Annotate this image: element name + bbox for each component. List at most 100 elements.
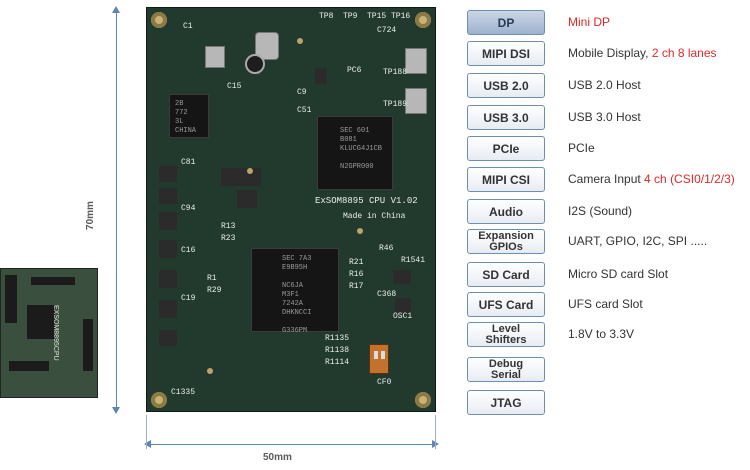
silk-label: R29 [207, 286, 222, 295]
small-board-connector-top [31, 277, 75, 285]
memory-chip: SEC 601 B081 KLUCG4J1CB N2GPR000 [317, 116, 393, 190]
feature-button-0[interactable]: DP [467, 10, 545, 35]
silk-label: R23 [221, 234, 236, 243]
silk-label: R16 [349, 270, 364, 279]
silk-label: CF0 [377, 378, 392, 387]
soc-chip-text: SEC 7A3 E9B95H NC6JA M3F1 7242A DHKNCCI … [282, 255, 312, 335]
feature-description-text: USB 3.0 Host [568, 110, 641, 124]
smd-8 [221, 168, 261, 186]
silk-label: TP189 [383, 100, 408, 109]
feature-description-text: UART, GPIO, I2C, SPI ..... [568, 234, 708, 248]
silk-label: C51 [297, 106, 312, 115]
silk-label: R46 [379, 244, 394, 253]
feature-button-3[interactable]: USB 3.0 [467, 105, 545, 130]
feature-description-4: PCIe [568, 141, 595, 155]
feature-description-text: Micro SD card Slot [568, 267, 669, 281]
feature-button-8[interactable]: SD Card [467, 262, 545, 287]
feature-button-label: Audio [489, 204, 523, 219]
small-module-board-image: EXSOM8895CPU [0, 268, 98, 398]
feature-description-10: 1.8V to 3.3V [568, 327, 634, 341]
silk-label: R1114 [325, 358, 350, 367]
feature-button-2[interactable]: USB 2.0 [467, 73, 545, 98]
feature-description-7: UART, GPIO, I2C, SPI ..... [568, 234, 707, 248]
silk-label: R1 [207, 274, 217, 283]
small-board-connector-left [5, 275, 17, 323]
mounting-hole-top-left [151, 12, 167, 28]
feature-button-label: Debug Serial [488, 357, 524, 381]
feature-button-4[interactable]: PCIe [467, 136, 545, 161]
feature-description-8: Micro SD card Slot [568, 267, 668, 281]
feature-description-text: USB 2.0 Host [568, 78, 641, 92]
smd-9 [237, 190, 257, 208]
silk-label: C81 [181, 158, 196, 167]
left-controller-chip: 2B 772 3L CHINA [169, 94, 209, 138]
small-board-silkscreen: EXSOM8895CPU [52, 305, 59, 361]
test-pad [357, 228, 363, 234]
dip-switch-lever-1 [374, 351, 378, 359]
feature-button-12[interactable]: JTAG [467, 390, 545, 415]
feature-button-label: MIPI CSI [481, 172, 530, 187]
silk-label: R13 [221, 222, 236, 231]
left-chip-text: 2B 772 3L CHINA [175, 100, 197, 135]
silk-label: C19 [181, 294, 196, 303]
feature-description-text: 1.8V to 3.3V [568, 327, 635, 341]
feature-button-9[interactable]: UFS Card [467, 292, 545, 317]
feature-description-2: USB 2.0 Host [568, 78, 641, 92]
width-extension-right [435, 415, 436, 449]
smd-11 [395, 298, 411, 314]
feature-description-text: I2S (Sound) [568, 204, 633, 218]
feature-description-highlight: 4 ch (CSI0/1/2/3) [644, 172, 735, 186]
silk-label: C16 [181, 246, 196, 255]
feature-description-3: USB 3.0 Host [568, 110, 641, 124]
smd-1 [159, 166, 177, 182]
small-board-connector-right [83, 319, 93, 371]
component-top-right [405, 48, 427, 74]
width-arrow-left [144, 440, 151, 448]
feature-button-label: USB 3.0 [483, 110, 529, 125]
feature-button-label: PCIe [492, 141, 520, 156]
feature-description-1: Mobile Display, 2 ch 8 lanes [568, 46, 717, 60]
feature-button-10[interactable]: Level Shifters [467, 322, 545, 347]
feature-description-9: UFS card Slot [568, 297, 643, 311]
feature-description-5: Camera Input 4 ch (CSI0/1/2/3) [568, 172, 735, 186]
silk-label: R1138 [325, 346, 350, 355]
feature-button-5[interactable]: MIPI CSI [467, 167, 545, 192]
silk-label: R1135 [325, 334, 350, 343]
component-right [405, 88, 427, 114]
feature-button-label: MIPI DSI [481, 46, 530, 61]
silk-label: TP16 [391, 12, 411, 21]
feature-description-6: I2S (Sound) [568, 204, 632, 218]
smd-2 [159, 188, 177, 204]
dip-switch [369, 344, 389, 374]
feature-button-label: Level Shifters [485, 322, 527, 346]
smd-10 [393, 270, 411, 284]
feature-button-6[interactable]: Audio [467, 199, 545, 224]
smd-5 [159, 270, 177, 288]
silk-label: TP188 [383, 68, 408, 77]
cpu-board-image: 2B 772 3L CHINA SEC 601 B081 KLUCG4J1CB … [146, 7, 436, 412]
feature-button-7[interactable]: Expansion GPIOs [467, 229, 545, 254]
silk-label: TP15 [367, 12, 387, 21]
silk-label: C15 [227, 82, 242, 91]
smd-7 [159, 330, 177, 346]
width-label: 50mm [263, 452, 292, 463]
width-extension-left [146, 415, 147, 449]
test-pad [207, 368, 213, 374]
height-arrow-bottom [112, 407, 120, 414]
feature-button-1[interactable]: MIPI DSI [467, 41, 545, 66]
feature-button-11[interactable]: Debug Serial [467, 357, 545, 382]
feature-button-label: USB 2.0 [483, 78, 529, 93]
silk-label: C1 [183, 22, 193, 31]
small-board-chip [27, 305, 55, 339]
soc-chip: SEC 7A3 E9B95H NC6JA M3F1 7242A DHKNCCI … [251, 248, 339, 335]
feature-button-label: JTAG [490, 395, 522, 410]
component-top [255, 32, 279, 60]
smd-4 [159, 240, 177, 258]
feature-description-highlight: 2 ch 8 lanes [651, 46, 717, 60]
feature-description-0: Mini DP [568, 15, 610, 29]
feature-button-label: SD Card [482, 267, 530, 282]
mounting-hole-bottom-right [415, 392, 431, 408]
feature-button-label: UFS Card [478, 297, 534, 312]
small-board-connector-bottom [9, 361, 49, 371]
feature-description-text: PCIe [568, 141, 595, 155]
